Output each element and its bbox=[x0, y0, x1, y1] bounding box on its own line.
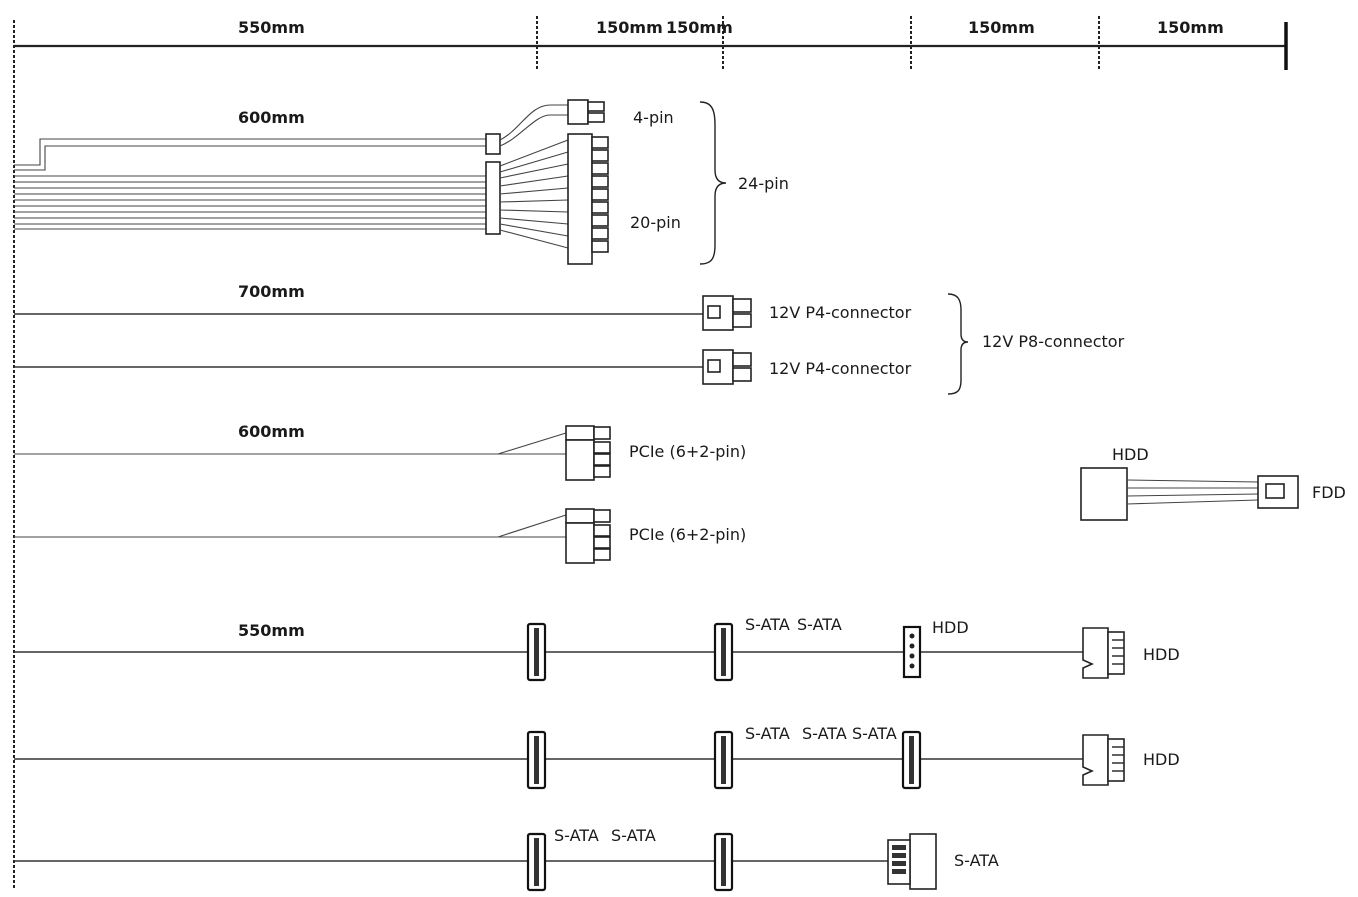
sata-connector bbox=[713, 832, 734, 892]
eps-p4-connector-top bbox=[702, 295, 752, 331]
adapter-hdd-label: HDD bbox=[1112, 445, 1149, 464]
sata-connector bbox=[901, 730, 922, 790]
molex-end-connector bbox=[1082, 734, 1125, 786]
eps-length-label: 700mm bbox=[238, 282, 305, 301]
atx-20pin-label: 20-pin bbox=[630, 213, 681, 232]
pcie-cables: 600mm PCIe (6+2-pin) PCIe (6+2-pin) bbox=[14, 422, 746, 564]
atx-4pin-label: 4-pin bbox=[633, 108, 674, 127]
atx-4pin-connector bbox=[567, 99, 605, 125]
ruler-segment-3: 150mm bbox=[666, 18, 733, 37]
ruler-segment-4: 150mm bbox=[968, 18, 1035, 37]
molex-inline-connector bbox=[902, 625, 922, 679]
peripheral-3-sata-end-label: S-ATA bbox=[954, 851, 999, 870]
pcie-label-bottom: PCIe (6+2-pin) bbox=[629, 525, 746, 544]
sata-connector bbox=[526, 832, 547, 892]
eps-p4-connector-bottom bbox=[702, 349, 752, 385]
eps-p4-label-top: 12V P4-connector bbox=[769, 303, 912, 322]
eps-p4-label-bottom: 12V P4-connector bbox=[769, 359, 912, 378]
ruler-segment-1: 550mm bbox=[238, 18, 305, 37]
adapter-fdd-label: FDD bbox=[1312, 483, 1346, 502]
eps-p8-label: 12V P8-connector bbox=[982, 332, 1125, 351]
peripheral-2-sata-label-c: S-ATA bbox=[852, 724, 897, 743]
atx-length-label: 600mm bbox=[238, 108, 305, 127]
ruler-segment-2: 150mm bbox=[596, 18, 663, 37]
eps-brace bbox=[947, 293, 969, 395]
peripheral-cable-2: S-ATA S-ATA S-ATA HDD bbox=[14, 724, 1180, 790]
peripheral-cable-3: S-ATA S-ATA S-ATA bbox=[14, 826, 999, 892]
peripheral-1-sata-label-b: S-ATA bbox=[797, 615, 842, 634]
sata-connector bbox=[526, 730, 547, 790]
sata-connector bbox=[526, 622, 547, 682]
atx-24pin-cable: 600mm bbox=[14, 99, 789, 265]
peripheral-3-sata-label-b: S-ATA bbox=[611, 826, 656, 845]
length-ruler: 550mm 150mm 150mm 150mm 150mm bbox=[14, 16, 1288, 70]
hdd-fdd-adapter: HDD FDD bbox=[1080, 445, 1346, 521]
pcie-label-top: PCIe (6+2-pin) bbox=[629, 442, 746, 461]
peripheral-1-hdd-mid-label: HDD bbox=[932, 618, 969, 637]
pcie-connector-bottom bbox=[565, 508, 611, 564]
peripheral-2-sata-label-a: S-ATA bbox=[745, 724, 790, 743]
sata-connector bbox=[713, 730, 734, 790]
peripheral-1-sata-label-a: S-ATA bbox=[745, 615, 790, 634]
peripheral-3-sata-label-a: S-ATA bbox=[554, 826, 599, 845]
peripheral-cable-1: 550mm S-ATA S-ATA HDD HDD bbox=[14, 615, 1180, 682]
peripheral-1-length-label: 550mm bbox=[238, 621, 305, 640]
peripheral-2-sata-label-b: S-ATA bbox=[802, 724, 847, 743]
pcie-connector-top bbox=[565, 425, 611, 481]
pcie-length-label: 600mm bbox=[238, 422, 305, 441]
atx-20pin-connector bbox=[567, 133, 609, 265]
molex-end-connector bbox=[1082, 627, 1125, 679]
atx-brace bbox=[699, 101, 727, 265]
atx-24pin-label: 24-pin bbox=[738, 174, 789, 193]
sata-end-connector bbox=[887, 833, 937, 890]
eps-12v-cables: 700mm 12V P4-connector 12V P4-connector … bbox=[14, 282, 1125, 395]
peripheral-2-hdd-end-label: HDD bbox=[1143, 750, 1180, 769]
ruler-segment-5: 150mm bbox=[1157, 18, 1224, 37]
peripheral-1-hdd-end-label: HDD bbox=[1143, 645, 1180, 664]
sata-connector bbox=[713, 622, 734, 682]
